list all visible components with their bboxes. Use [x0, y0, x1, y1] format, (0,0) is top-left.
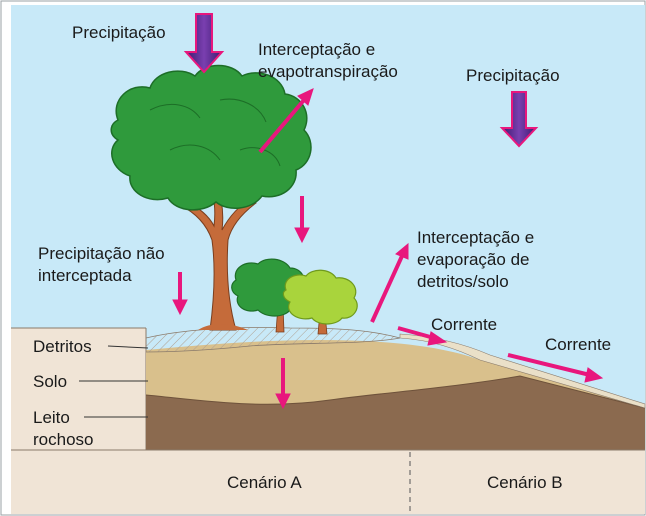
- label-interception-evapotranspiration-2: evapotranspiração: [258, 62, 398, 81]
- throughfall-arrow: [294, 196, 310, 244]
- precipitation-arrow-left: [183, 13, 225, 74]
- bedrock-layer: [146, 376, 645, 450]
- label-interception-evaporation-3: detritos/solo: [417, 272, 509, 291]
- label-precipitation-right: Precipitação: [466, 66, 560, 85]
- large-tree: [110, 64, 312, 331]
- label-interception-evaporation-2: evaporação de: [417, 250, 530, 269]
- cross-section-left-panel: [11, 328, 146, 453]
- label-runoff-1: Corrente: [431, 315, 498, 334]
- label-scenario-a: Cenário A: [227, 473, 302, 492]
- label-interception-evapotranspiration-1: Interceptação e: [258, 40, 376, 59]
- precipitation-arrow-right: [499, 91, 539, 148]
- label-non-intercepted-1: Precipitação não: [38, 244, 165, 263]
- non-intercepted-precipitation-arrow: [172, 272, 188, 316]
- label-detritus: Detritos: [33, 337, 92, 356]
- label-bedrock-2: rochoso: [33, 430, 94, 449]
- runoff-arrow-2: [507, 353, 604, 383]
- label-interception-evaporation-1: Interceptação e: [417, 228, 535, 247]
- small-tree-light: [282, 269, 358, 335]
- label-runoff-2: Corrente: [545, 335, 612, 354]
- soil-evaporation-arrow: [370, 242, 409, 323]
- runoff-arrow-1: [397, 326, 448, 346]
- label-bedrock-1: Leito: [33, 408, 70, 427]
- scenario-panel: [11, 450, 645, 514]
- label-soil: Solo: [33, 372, 68, 391]
- detritos-leader: [107, 345, 149, 349]
- infiltration-arrow: [275, 358, 291, 410]
- label-non-intercepted-2: interceptada: [38, 266, 132, 285]
- evapotranspiration-arrow: [258, 88, 314, 154]
- soil-layer: [146, 340, 645, 408]
- label-precipitation-left: Precipitação: [72, 23, 166, 42]
- label-scenario-b: Cenário B: [487, 473, 563, 492]
